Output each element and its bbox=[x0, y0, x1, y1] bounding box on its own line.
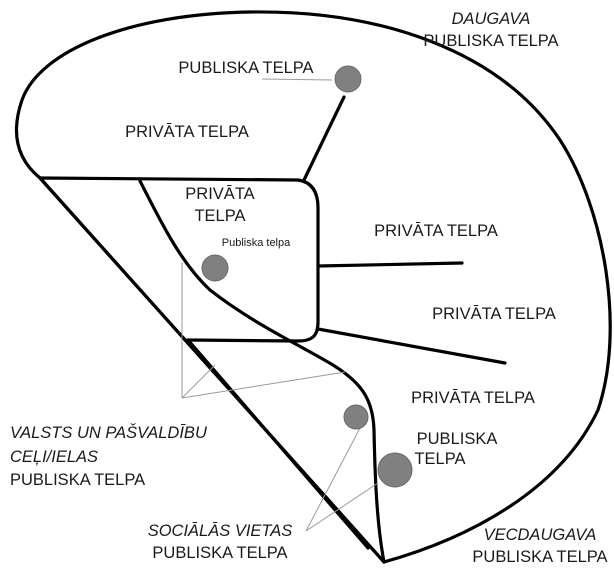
divider-top bbox=[302, 95, 346, 182]
label-daugava-name: DAUGAVA bbox=[452, 10, 531, 28]
label-social-name: SOCIĀLĀS VIETAS bbox=[148, 522, 293, 540]
label-vecdaugava-name: VECDAUGAVA bbox=[484, 526, 597, 544]
public-dot-lower-large bbox=[377, 452, 413, 488]
leader-social-2 bbox=[305, 482, 379, 532]
outer-boundary bbox=[14, 10, 612, 564]
label-roads-type: PUBLISKA TELPA bbox=[10, 471, 145, 489]
label-private-right-upper: PRIVĀTA TELPA bbox=[374, 222, 498, 240]
label-vecdaugava-type: PUBLISKA TELPA bbox=[472, 548, 607, 566]
label-private-top-left: PRIVĀTA TELPA bbox=[125, 123, 249, 141]
label-top-public: PUBLISKA TELPA bbox=[178, 59, 313, 77]
road-border-inner bbox=[186, 338, 370, 550]
public-dot-lower bbox=[343, 404, 369, 430]
label-roads-1: VALSTS UN PAŠVALDĪBU bbox=[10, 423, 207, 442]
public-dot-center bbox=[201, 254, 229, 282]
label-public-small: Publiska telpa bbox=[222, 237, 291, 249]
leader-top-public bbox=[261, 78, 333, 81]
label-daugava-type: PUBLISKA TELPA bbox=[423, 32, 558, 50]
cross-street bbox=[38, 176, 300, 182]
divider-right-lower bbox=[316, 327, 507, 365]
label-private-right-middle: PRIVĀTA TELPA bbox=[432, 305, 556, 323]
label-public-lower-2: TELPA bbox=[414, 450, 465, 468]
leader-roads-3 bbox=[181, 371, 346, 399]
label-private-center-2: TELPA bbox=[194, 207, 245, 225]
label-private-lower: PRIVĀTA TELPA bbox=[411, 389, 535, 407]
label-social-type: PUBLISKA TELPA bbox=[152, 544, 287, 562]
label-private-center-1: PRIVĀTA bbox=[185, 185, 254, 203]
leader-roads-2 bbox=[181, 364, 216, 399]
divider-right-upper bbox=[316, 261, 464, 268]
leader-social-1 bbox=[305, 427, 361, 532]
label-public-lower-1: PUBLISKA bbox=[417, 430, 498, 448]
winding-street bbox=[138, 179, 386, 564]
label-roads-2: CEĻI/IELAS bbox=[10, 448, 98, 466]
public-dot-top bbox=[334, 65, 362, 93]
central-block bbox=[186, 178, 320, 343]
